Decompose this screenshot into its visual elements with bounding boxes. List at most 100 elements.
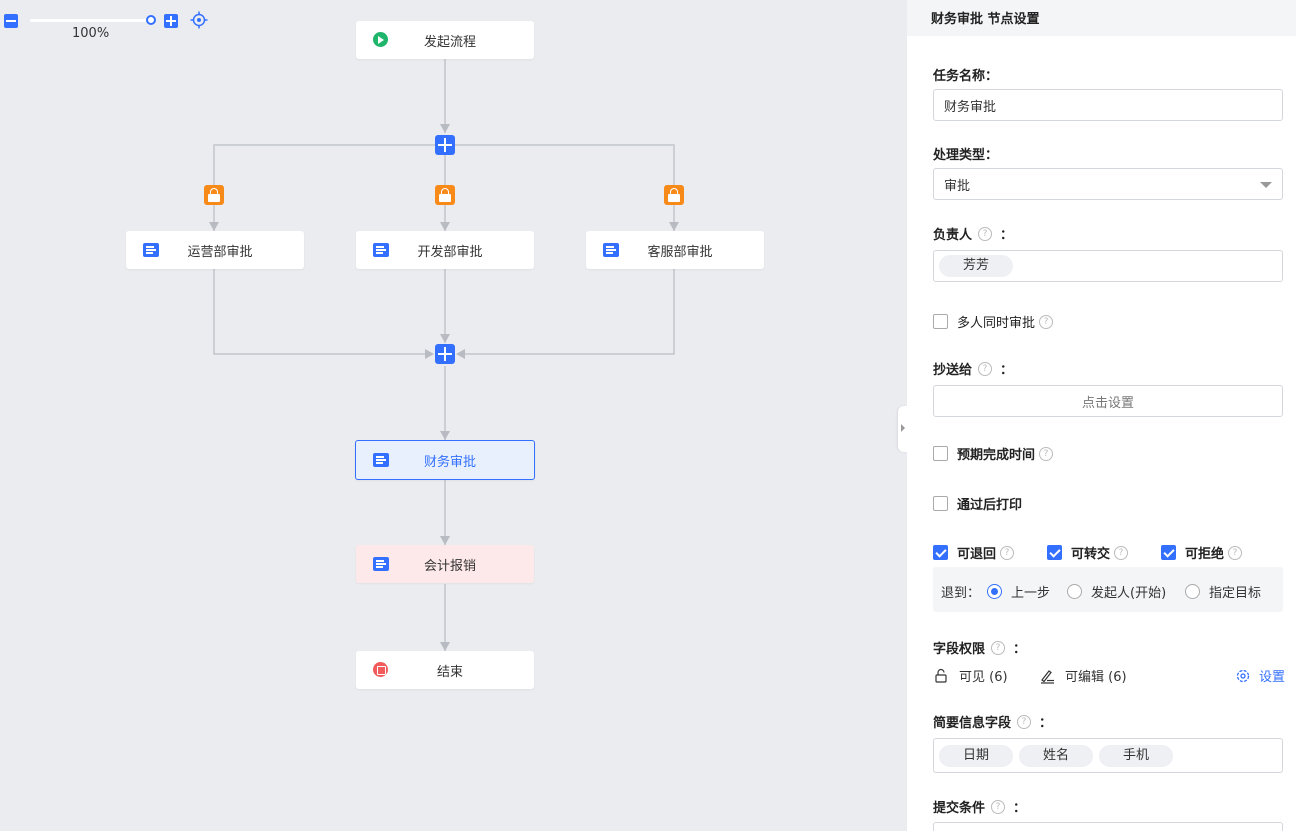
help-icon[interactable]: ? <box>978 361 993 376</box>
editable-count: 可编辑 (6) <box>1039 666 1127 685</box>
flow-canvas[interactable]: 100% 发起流程 运营部审批 开发部审批 客服部审批 财务审批 会计报销 <box>0 0 907 831</box>
radio-unselected[interactable] <box>1185 584 1200 599</box>
help-icon[interactable]: ? <box>991 640 1006 655</box>
help-icon[interactable]: ? <box>1039 446 1054 461</box>
play-circle-icon <box>373 32 389 47</box>
print-checkbox[interactable]: 通过后打印 <box>933 494 1022 513</box>
handle-type-select[interactable]: 审批 <box>933 168 1283 200</box>
node-accounting-reimburse[interactable]: 会计报销 <box>356 545 534 583</box>
field-perm-settings-button[interactable]: 设置 <box>1235 666 1285 685</box>
help-icon[interactable]: ? <box>1039 314 1054 329</box>
zoom-slider[interactable] <box>30 19 146 22</box>
node-finance-approval[interactable]: 财务审批 <box>355 440 535 480</box>
node-start[interactable]: 发起流程 <box>356 21 534 59</box>
checkbox-box[interactable] <box>933 446 948 461</box>
summary-fields-input[interactable]: 日期 姓名 手机 <box>933 738 1283 773</box>
summary-tag[interactable]: 日期 <box>939 744 1014 767</box>
checkbox-box[interactable] <box>933 496 948 511</box>
lock-icon[interactable] <box>435 185 455 205</box>
summary-tag[interactable]: 姓名 <box>1019 744 1094 767</box>
cc-label-text: 抄送给 <box>933 363 973 378</box>
summary-fields-label: 简要信息字段 ? ： <box>933 712 1052 731</box>
help-icon[interactable]: ? <box>978 226 993 241</box>
return-prev-radio[interactable]: 上一步 <box>987 582 1050 601</box>
node-dev-approval[interactable]: 开发部审批 <box>356 231 534 269</box>
visible-count-text: 可见 (6) <box>959 670 1008 685</box>
checkbox-checked[interactable] <box>933 545 948 560</box>
node-cs-approval[interactable]: 客服部审批 <box>586 231 764 269</box>
can-transfer-checkbox[interactable]: 可转交 ? <box>1047 543 1136 562</box>
node-end[interactable]: 结束 <box>356 651 534 689</box>
handle-type-value: 审批 <box>944 178 971 194</box>
chevron-down-icon <box>1260 182 1272 188</box>
owner-label: 负责人 ? ： <box>933 224 1013 243</box>
submit-colon: ： <box>1013 801 1027 816</box>
return-target-radio[interactable]: 指定目标 <box>1185 582 1261 601</box>
form-doc-icon <box>603 243 619 257</box>
can-return-label: 可退回 <box>957 547 997 562</box>
radio-selected[interactable] <box>987 584 1002 599</box>
can-reject-checkbox[interactable]: 可拒绝 ? <box>1161 543 1250 562</box>
can-transfer-label: 可转交 <box>1071 547 1111 562</box>
field-perm-colon: ： <box>1013 642 1027 657</box>
help-icon[interactable]: ? <box>1114 545 1129 560</box>
cc-settings-button[interactable]: 点击设置 <box>933 385 1283 417</box>
zoom-value: 100% <box>72 26 110 41</box>
node-ops-approval[interactable]: 运营部审批 <box>126 231 304 269</box>
lock-icon[interactable] <box>664 185 684 205</box>
task-name-input[interactable]: 财务审批 <box>933 89 1283 121</box>
visible-count: 可见 (6) <box>933 666 1008 685</box>
checkbox-checked[interactable] <box>1047 545 1062 560</box>
help-icon[interactable]: ? <box>1228 545 1243 560</box>
form-doc-icon <box>143 243 159 257</box>
print-label: 通过后打印 <box>957 498 1023 513</box>
lock-icon[interactable] <box>204 185 224 205</box>
owner-tag[interactable]: 芳芳 <box>939 255 1014 277</box>
radio-label: 上一步 <box>1011 586 1051 601</box>
node-label: 客服部审批 <box>647 244 713 260</box>
help-icon[interactable]: ? <box>991 799 1006 814</box>
checkbox-checked[interactable] <box>1161 545 1176 560</box>
help-icon[interactable]: ? <box>1000 545 1015 560</box>
radio-label: 发起人(开始) <box>1091 586 1167 601</box>
zoom-in-icon[interactable] <box>164 14 178 28</box>
return-initiator-radio[interactable]: 发起人(开始) <box>1067 582 1166 601</box>
multi-approve-label: 多人同时审批 <box>957 316 1036 331</box>
stop-circle-icon <box>373 662 389 677</box>
help-icon[interactable]: ? <box>1017 714 1032 729</box>
checkbox-box[interactable] <box>933 314 948 329</box>
node-label: 运营部审批 <box>187 244 253 260</box>
zoom-out-icon[interactable] <box>4 14 18 28</box>
radio-unselected[interactable] <box>1067 584 1082 599</box>
zoom-slider-thumb[interactable] <box>146 15 156 25</box>
cc-colon: ： <box>1000 363 1014 378</box>
summary-tag[interactable]: 手机 <box>1099 744 1174 767</box>
settings-label: 设置 <box>1258 670 1285 685</box>
parallel-gateway-join-icon[interactable] <box>435 344 455 364</box>
parallel-gateway-split-icon[interactable] <box>435 135 455 155</box>
unlock-icon <box>935 668 947 683</box>
owner-field[interactable]: 芳芳 <box>933 250 1283 282</box>
field-perm-row: 可见 (6) 可编辑 (6) 设置 <box>933 666 1285 686</box>
locate-icon[interactable] <box>190 11 208 29</box>
submit-condition-input[interactable] <box>933 822 1283 831</box>
return-to-group: 退到： 上一步 发起人(开始) 指定目标 <box>933 567 1283 612</box>
field-perm-label-text: 字段权限 <box>933 642 986 657</box>
can-return-checkbox[interactable]: 可退回 ? <box>933 543 1022 562</box>
radio-label: 指定目标 <box>1209 586 1262 601</box>
panel-collapse-handle[interactable] <box>898 406 907 452</box>
form-doc-icon <box>373 557 389 571</box>
owner-colon: ： <box>1000 228 1014 243</box>
multi-approve-checkbox[interactable]: 多人同时审批 ? <box>933 312 1061 331</box>
node-settings-panel: 财务审批 节点设置 任务名称： 财务审批 处理类型： 审批 负责人 ? ： 芳芳… <box>907 0 1296 831</box>
field-perm-label: 字段权限 ? ： <box>933 638 1026 657</box>
form-doc-icon <box>373 453 389 467</box>
submit-condition-label: 提交条件 ? ： <box>933 797 1026 816</box>
node-label: 结束 <box>436 664 463 680</box>
gear-icon <box>1236 669 1250 682</box>
summary-colon: ： <box>1039 716 1053 731</box>
node-label: 财务审批 <box>423 454 476 470</box>
editable-count-text: 可编辑 (6) <box>1065 670 1127 685</box>
deadline-label: 预期完成时间 <box>957 448 1036 463</box>
deadline-checkbox[interactable]: 预期完成时间 ? <box>933 444 1061 463</box>
